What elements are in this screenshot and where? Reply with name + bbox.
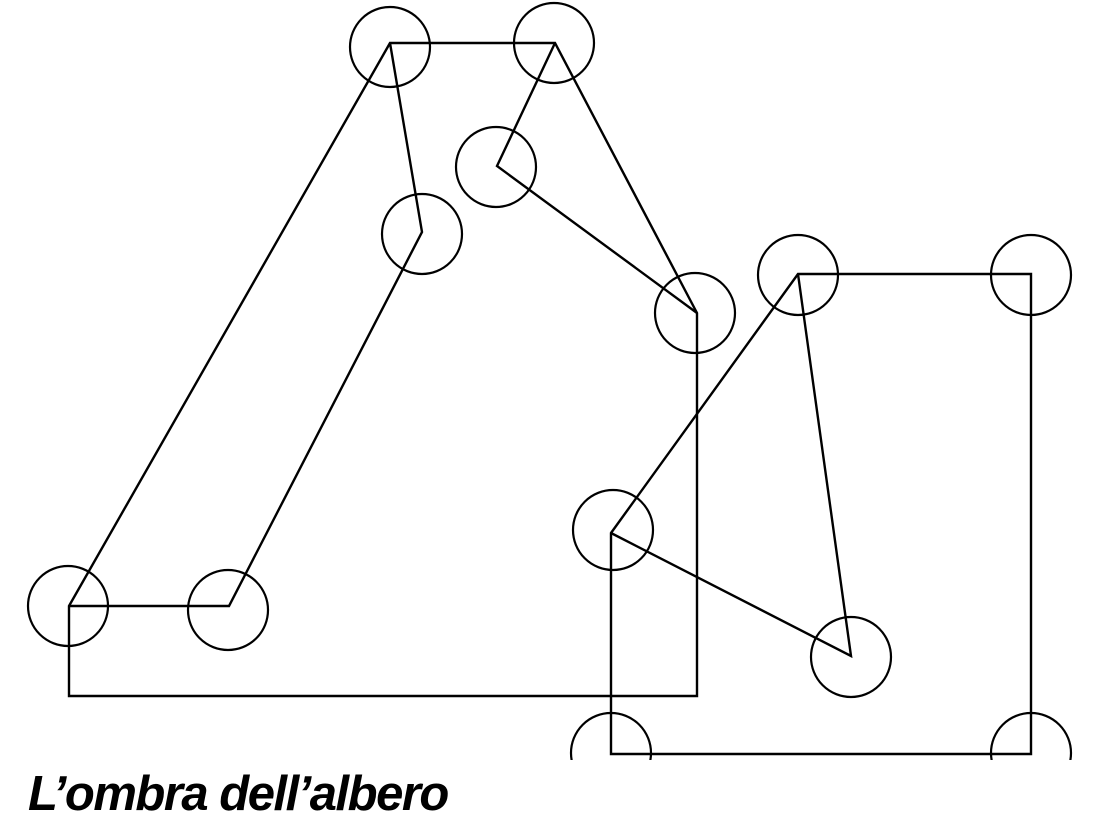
left-shape-notch-path — [495, 42, 698, 314]
joint-circle — [348, 5, 432, 89]
joint-circle — [756, 233, 840, 317]
joint-circle — [989, 711, 1073, 760]
joint-circle — [989, 233, 1073, 317]
joint-circle — [809, 615, 893, 699]
left-shape-outline — [67, 41, 699, 698]
joint-circle — [571, 488, 655, 572]
joint-circle — [653, 271, 737, 355]
joint-circles — [26, 1, 1073, 760]
right-shape-outline — [609, 272, 1033, 756]
page-title: L’ombra dell’albero — [28, 767, 449, 821]
diagram-svg — [26, 1, 1073, 760]
joint-circle — [454, 125, 538, 209]
joint-circle — [380, 192, 464, 276]
right-shape-inner-path — [610, 273, 853, 659]
joint-circle — [186, 568, 270, 652]
joint-circle — [512, 1, 596, 85]
joint-circle — [569, 711, 653, 760]
left-shape-inner-path — [69, 42, 424, 608]
joint-circle — [26, 564, 110, 648]
